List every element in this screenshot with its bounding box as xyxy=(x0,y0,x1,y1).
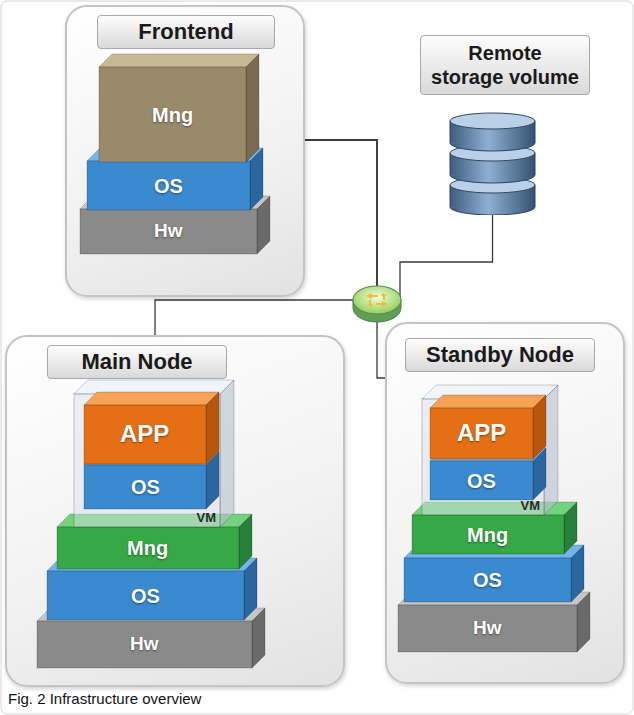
storage-label: Remote storage volume xyxy=(420,35,590,95)
vm-label: VM xyxy=(197,511,217,525)
layer-label: OS xyxy=(131,476,160,498)
layer-label: Mng xyxy=(467,524,508,546)
main-node-panel: Main NodeVMAPPOSMngOSHw xyxy=(5,335,345,687)
app-layer: APP xyxy=(430,395,546,459)
node-heading: Frontend xyxy=(97,15,275,49)
layer-label: OS xyxy=(473,569,502,591)
vm-box: VM APP OS xyxy=(422,385,558,515)
layer-label: APP xyxy=(457,420,506,446)
layer-label: OS xyxy=(131,585,160,607)
layer-label: Mng xyxy=(127,537,168,559)
standby-node-panel: Standby NodeVMAPPOSMngOSHw xyxy=(385,322,625,684)
node-heading: Standby Node xyxy=(405,338,595,372)
layer-label: Hw xyxy=(154,221,183,242)
frontend-panel: FrontendMngOS Hw xyxy=(65,5,305,297)
layer-label: OS xyxy=(467,470,496,492)
layer-label: Mng xyxy=(152,104,193,126)
figure-caption: Fig. 2 Infrastructure overview xyxy=(8,690,201,707)
node-heading: Main Node xyxy=(47,345,227,379)
layer-label: Hw xyxy=(130,634,159,655)
layer-label: APP xyxy=(120,421,169,447)
app-layer: APP xyxy=(84,392,219,464)
management-layer: Mng xyxy=(99,54,259,162)
router-symbol xyxy=(353,286,401,322)
vm-box: VM APP OS xyxy=(74,380,234,527)
layer-label: Hw xyxy=(473,618,502,639)
storage-volume: Remote storage volume xyxy=(420,35,590,215)
vm-label: VM xyxy=(521,499,541,513)
layer-label: OS xyxy=(154,175,183,197)
